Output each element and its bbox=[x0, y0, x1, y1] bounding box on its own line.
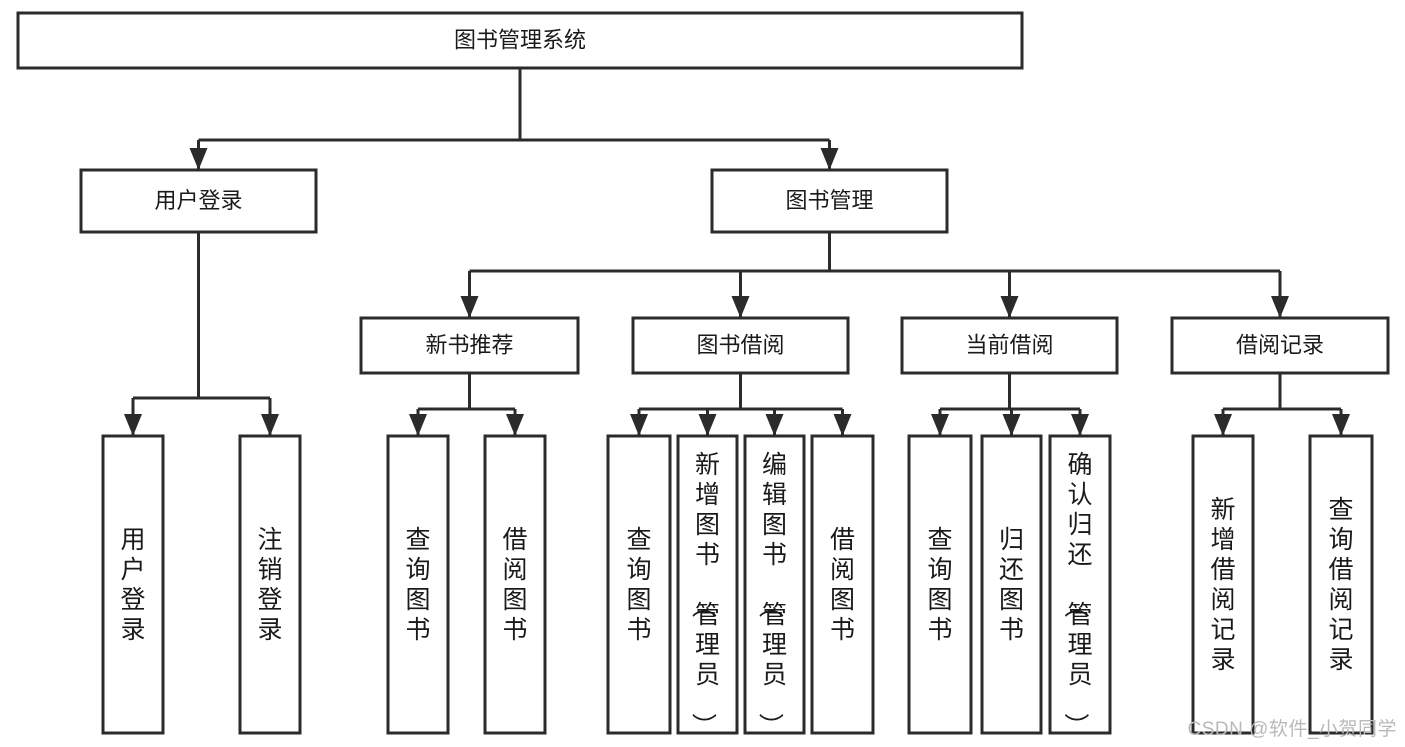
node-leaf-5-新增图书管理员-label: 新增图书（管理员） bbox=[689, 451, 720, 738]
node-leaf-5-新增图书管理员[interactable]: 新增图书（管理员） bbox=[676, 434, 739, 738]
arrow-icon-user-login-0 bbox=[124, 414, 142, 436]
node-l2-图书管理-box[interactable] bbox=[710, 168, 949, 234]
node-l2-用户登录[interactable]: 用户登录 bbox=[79, 168, 318, 234]
node-leaf-2-查询图书-box[interactable] bbox=[386, 434, 450, 735]
node-l3-图书借阅-label: 图书借阅 bbox=[696, 332, 784, 357]
arrow-icon-root-0 bbox=[189, 148, 208, 170]
arrow-icon-l3-2-0 bbox=[931, 414, 949, 436]
node-leaf-0-用户登录-label: 用户登录 bbox=[120, 526, 145, 644]
node-leaf-4-查询图书-box[interactable] bbox=[606, 434, 672, 735]
arrow-icon-user-login-1 bbox=[261, 414, 279, 436]
node-leaf-12-查询借阅记录-label: 查询借阅记录 bbox=[1328, 496, 1353, 674]
arrow-icon-l3-3-0 bbox=[1214, 414, 1232, 436]
node-leaf-6-编辑图书管理员[interactable]: 编辑图书（管理员） bbox=[743, 434, 806, 738]
node-leaf-0-用户登录[interactable]: 用户登录 bbox=[101, 434, 165, 735]
node-root-图书管理系统-box[interactable] bbox=[16, 11, 1024, 70]
node-l2-图书管理[interactable]: 图书管理 bbox=[710, 168, 949, 234]
connector-layer bbox=[124, 68, 1350, 436]
node-leaf-3-借阅图书-box[interactable] bbox=[483, 434, 547, 735]
node-leaf-6-编辑图书管理员-box[interactable] bbox=[743, 434, 806, 735]
node-leaf-5-新增图书管理员-box[interactable] bbox=[676, 434, 739, 735]
node-l3-新书推荐-box[interactable] bbox=[359, 316, 580, 375]
node-leaf-4-查询图书-label: 查询图书 bbox=[626, 526, 651, 644]
node-leaf-12-查询借阅记录[interactable]: 查询借阅记录 bbox=[1308, 434, 1374, 735]
node-root-图书管理系统[interactable]: 图书管理系统 bbox=[16, 11, 1024, 70]
node-leaf-8-查询图书-box[interactable] bbox=[907, 434, 973, 735]
node-leaf-11-新增借阅记录-label: 新增借阅记录 bbox=[1210, 496, 1235, 674]
node-l2-用户登录-label: 用户登录 bbox=[154, 188, 242, 213]
node-l3-当前借阅-label: 当前借阅 bbox=[965, 332, 1053, 357]
node-l3-新书推荐-label: 新书推荐 bbox=[425, 332, 513, 357]
node-leaf-12-查询借阅记录-box[interactable] bbox=[1308, 434, 1374, 735]
arrow-icon-root-1 bbox=[820, 148, 839, 170]
node-l3-图书借阅[interactable]: 图书借阅 bbox=[631, 316, 850, 375]
node-leaf-8-查询图书-label: 查询图书 bbox=[927, 526, 952, 644]
node-leaf-1-注销登录-label: 注销登录 bbox=[257, 526, 282, 644]
arrow-icon-l3-2-2 bbox=[1071, 414, 1089, 436]
node-leaf-11-新增借阅记录-box[interactable] bbox=[1191, 434, 1255, 735]
watermark-text: CSDN @软件_小贺同学 bbox=[1187, 719, 1397, 740]
node-leaf-2-查询图书-label: 查询图书 bbox=[405, 526, 430, 644]
node-leaf-2-查询图书[interactable]: 查询图书 bbox=[386, 434, 450, 735]
node-leaf-9-归还图书-label: 归还图书 bbox=[999, 526, 1024, 644]
node-leaf-6-编辑图书管理员-label: 编辑图书（管理员） bbox=[756, 451, 787, 738]
node-leaf-3-借阅图书-label: 借阅图书 bbox=[502, 526, 527, 644]
node-leaf-7-借阅图书[interactable]: 借阅图书 bbox=[810, 434, 875, 735]
node-leaf-9-归还图书[interactable]: 归还图书 bbox=[980, 434, 1043, 735]
node-l2-图书管理-label: 图书管理 bbox=[785, 188, 873, 213]
arrow-icon-book-manage-1 bbox=[731, 296, 750, 318]
arrow-icon-book-manage-0 bbox=[460, 296, 479, 318]
arrow-icon-l3-0-1 bbox=[506, 414, 524, 436]
arrow-icon-l3-1-1 bbox=[698, 414, 717, 436]
node-l3-借阅记录-box[interactable] bbox=[1170, 316, 1390, 375]
node-leaf-1-注销登录[interactable]: 注销登录 bbox=[238, 434, 302, 735]
arrow-icon-l3-0-0 bbox=[409, 414, 427, 436]
arrow-icon-book-manage-3 bbox=[1271, 296, 1289, 318]
node-leaf-0-用户登录-box[interactable] bbox=[101, 434, 165, 735]
node-l3-当前借阅[interactable]: 当前借阅 bbox=[900, 316, 1119, 375]
arrow-icon-l3-2-1 bbox=[1002, 414, 1021, 436]
arrow-icon-l3-1-0 bbox=[630, 414, 648, 436]
node-leaf-9-归还图书-box[interactable] bbox=[980, 434, 1043, 735]
arrow-icon-l3-3-1 bbox=[1332, 414, 1350, 436]
node-root-图书管理系统-label: 图书管理系统 bbox=[454, 27, 586, 52]
node-l3-当前借阅-box[interactable] bbox=[900, 316, 1119, 375]
node-layer: 图书管理系统用户登录图书管理新书推荐图书借阅当前借阅借阅记录用户登录注销登录查询… bbox=[16, 11, 1390, 738]
node-leaf-7-借阅图书-box[interactable] bbox=[810, 434, 875, 735]
node-leaf-7-借阅图书-label: 借阅图书 bbox=[830, 526, 855, 644]
node-l3-借阅记录[interactable]: 借阅记录 bbox=[1170, 316, 1390, 375]
node-l2-用户登录-box[interactable] bbox=[79, 168, 318, 234]
node-leaf-10-确认归还管理员-label: 确认归还（管理员） bbox=[1061, 451, 1092, 738]
node-leaf-8-查询图书[interactable]: 查询图书 bbox=[907, 434, 973, 735]
node-leaf-4-查询图书[interactable]: 查询图书 bbox=[606, 434, 672, 735]
node-leaf-1-注销登录-box[interactable] bbox=[238, 434, 302, 735]
node-l3-新书推荐[interactable]: 新书推荐 bbox=[359, 316, 580, 375]
node-l3-借阅记录-label: 借阅记录 bbox=[1236, 332, 1324, 357]
arrow-icon-book-manage-2 bbox=[1000, 296, 1019, 318]
node-leaf-3-借阅图书[interactable]: 借阅图书 bbox=[483, 434, 547, 735]
node-leaf-11-新增借阅记录[interactable]: 新增借阅记录 bbox=[1191, 434, 1255, 735]
arrow-icon-l3-1-3 bbox=[833, 414, 852, 436]
node-l3-图书借阅-box[interactable] bbox=[631, 316, 850, 375]
node-leaf-10-确认归还管理员[interactable]: 确认归还（管理员） bbox=[1048, 434, 1112, 738]
node-leaf-10-确认归还管理员-box[interactable] bbox=[1048, 434, 1112, 735]
arrow-icon-l3-1-2 bbox=[765, 414, 784, 436]
